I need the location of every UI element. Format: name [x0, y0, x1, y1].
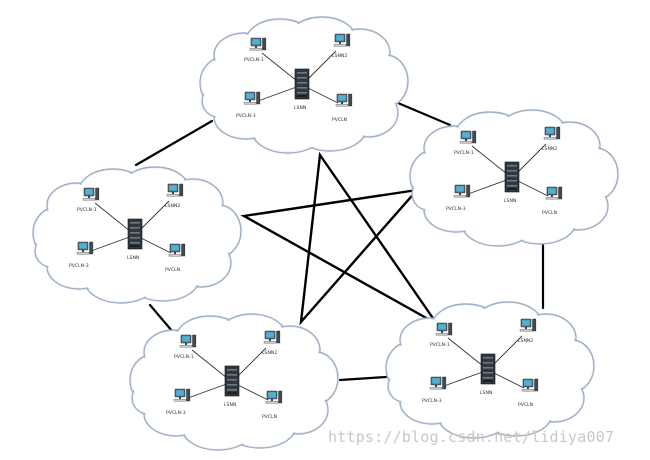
server-label: LSNN — [480, 390, 492, 396]
workstation-icon — [545, 186, 563, 200]
server-label: LSNN — [224, 402, 236, 408]
link-top-left — [134, 119, 214, 167]
workstation-label: LSNN2 — [262, 350, 277, 356]
workstation-icon — [459, 130, 477, 144]
lan-clusters: PVCLN-1LSNN2PVCLN-3PVCLNLSNNPVCLN-1LSNN2… — [32, 16, 619, 451]
server-label: LSNN — [127, 255, 139, 261]
workstation-icon — [429, 376, 447, 390]
workstation-label: PVCLN — [262, 414, 277, 420]
workstation-icon — [243, 91, 261, 105]
workstation-icon — [179, 334, 197, 348]
workstation-icon — [521, 378, 539, 392]
server-label: LSNN — [504, 198, 516, 204]
workstation-icon — [453, 184, 471, 198]
workstation-icon — [519, 318, 537, 332]
server-icon — [504, 161, 520, 193]
workstation-label: PVCLN — [542, 210, 557, 216]
workstation-label: LSNN2 — [332, 53, 347, 59]
workstation-icon — [168, 243, 186, 257]
workstation-label: PVCLN-3 — [422, 398, 442, 404]
star-mesh-links — [240, 151, 438, 326]
workstation-label: PVCLN-1 — [77, 207, 97, 213]
workstation-icon — [76, 241, 94, 255]
server-icon — [224, 365, 240, 397]
server-icon — [480, 353, 496, 385]
workstation-label: PVCLN-1 — [174, 354, 194, 360]
workstation-label: PVCLN — [518, 402, 533, 408]
workstation-label: LSNN2 — [165, 203, 180, 209]
server-label: LSNN — [294, 105, 306, 111]
workstation-label: PVCLN-1 — [244, 57, 264, 63]
workstation-icon — [166, 183, 184, 197]
workstation-label: PVCLN-1 — [430, 342, 450, 348]
link-top-right — [396, 101, 452, 127]
workstation-label: LSNN2 — [518, 338, 533, 344]
workstation-icon — [335, 93, 353, 107]
server-icon — [294, 68, 310, 100]
ring-links — [134, 101, 545, 382]
workstation-icon — [543, 126, 561, 140]
cloud-shape — [129, 313, 339, 451]
link-bottom — [338, 375, 388, 382]
workstation-label: PVCLN — [332, 117, 347, 123]
workstation-label: PVCLN-3 — [446, 206, 466, 212]
workstation-icon — [249, 37, 267, 51]
workstation-label: PVCLN-3 — [236, 113, 256, 119]
workstation-label: PVCLN-3 — [69, 263, 89, 269]
workstation-icon — [173, 388, 191, 402]
workstation-icon — [435, 322, 453, 336]
server-icon — [127, 218, 143, 250]
workstation-icon — [82, 187, 100, 201]
workstation-label: PVCLN — [165, 267, 180, 273]
watermark-text: https://blog.csdn.net/lidiya007 — [328, 428, 615, 446]
workstation-icon — [265, 390, 283, 404]
workstation-label: PVCLN-3 — [166, 410, 186, 416]
workstation-label: LSNN2 — [542, 146, 557, 152]
workstation-icon — [333, 33, 351, 47]
workstation-label: PVCLN-1 — [454, 150, 474, 156]
workstation-icon — [263, 330, 281, 344]
